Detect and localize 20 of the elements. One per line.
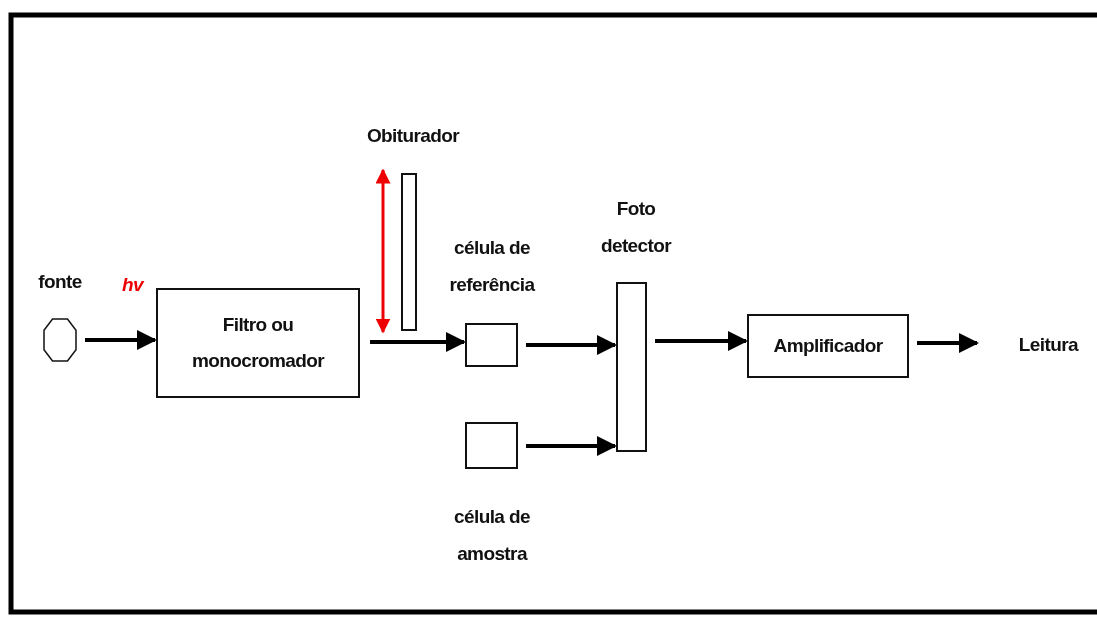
- bar-element: [616, 282, 647, 452]
- arrow: [526, 335, 617, 355]
- arrow: [85, 330, 157, 350]
- box-label: Amplificador: [773, 333, 883, 358]
- bar-element: [401, 173, 417, 331]
- box-label: Filtro ou monocromador: [190, 312, 326, 373]
- cell-box: [465, 422, 518, 469]
- component-label: célula de amostra: [453, 505, 531, 567]
- arrow: [370, 332, 466, 352]
- process-box: [156, 288, 360, 398]
- light-source-octagon: [43, 318, 77, 362]
- arrow: [526, 436, 617, 456]
- component-label: Obiturador: [365, 124, 461, 148]
- process-box: [747, 314, 909, 378]
- output-label: Leitura: [1018, 332, 1078, 357]
- arrow: [655, 331, 748, 351]
- component-label: célula de referência: [448, 236, 536, 298]
- cell-box: [465, 323, 518, 367]
- component-label: Foto detector: [599, 197, 673, 259]
- arrow: [917, 333, 979, 353]
